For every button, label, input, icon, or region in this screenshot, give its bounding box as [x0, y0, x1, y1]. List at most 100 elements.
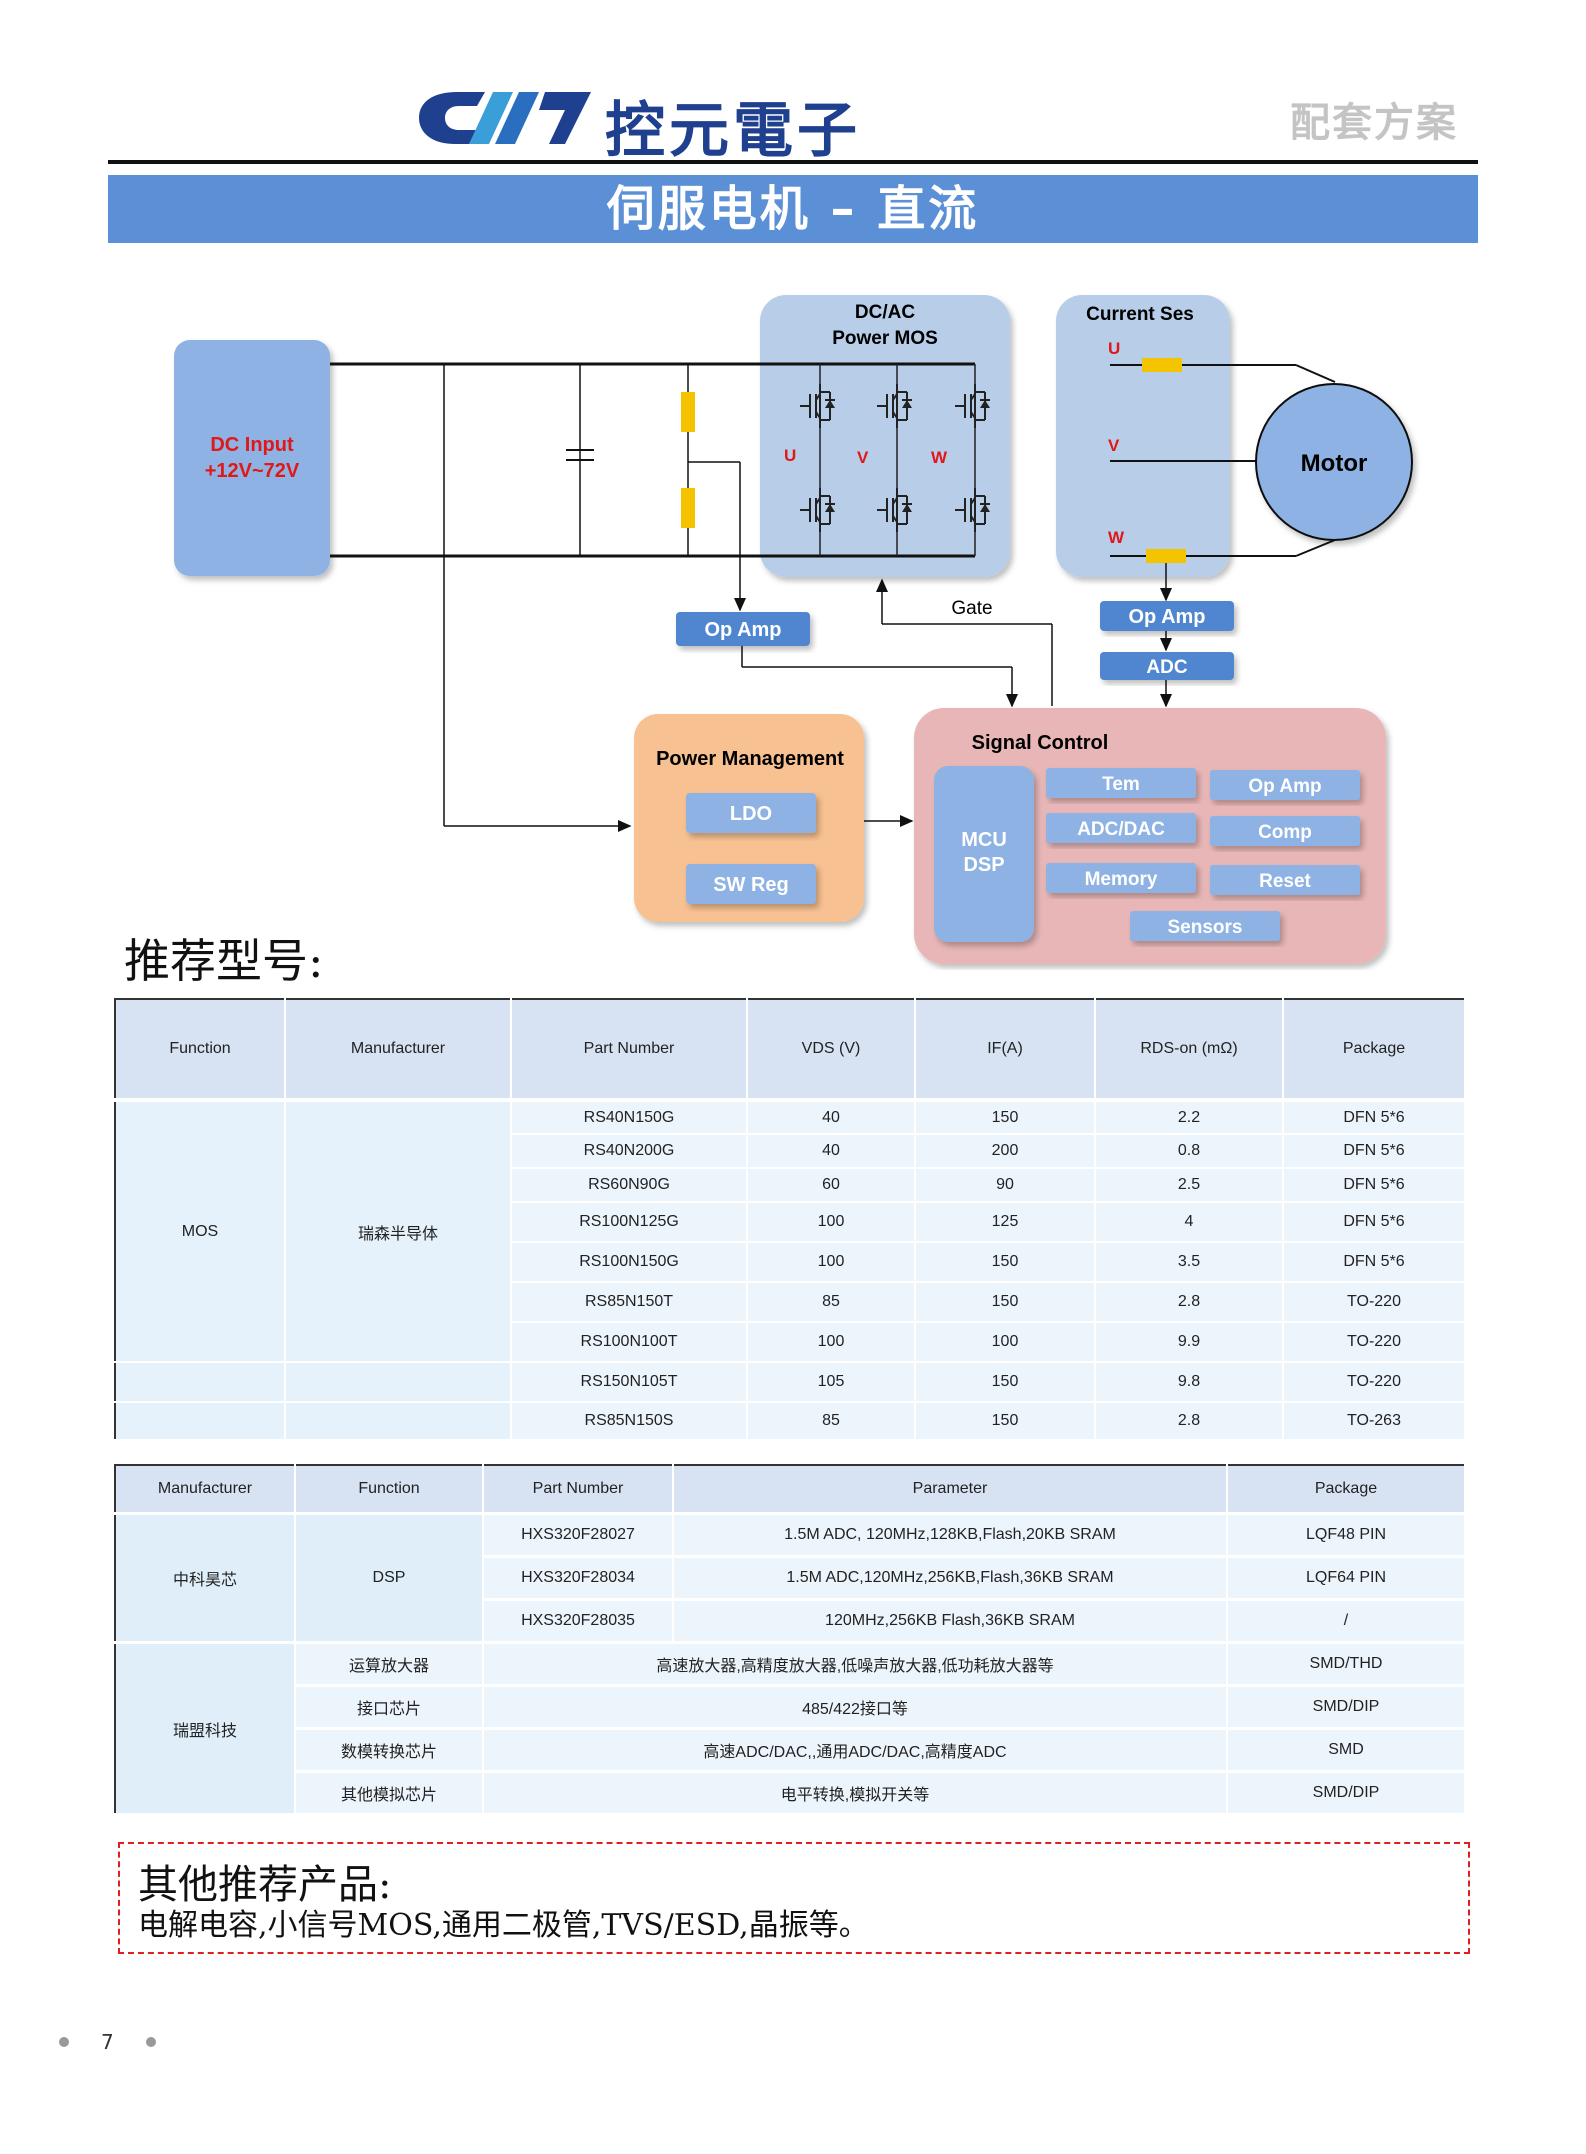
rds-on-cell: 2.8 [1095, 1282, 1284, 1323]
motor-symbol [1255, 383, 1413, 541]
part-number-cell: RS85N150S [511, 1402, 748, 1441]
if-cell: 125 [915, 1202, 1096, 1243]
mos-function-cell: MOS [115, 1100, 286, 1363]
vds-cell: 40 [747, 1100, 916, 1135]
vds-cell: 100 [747, 1242, 916, 1283]
package-cell: / [1227, 1599, 1466, 1644]
col-header-parameter: Parameter [673, 1465, 1228, 1515]
empty-cell [115, 1402, 286, 1441]
vds-cell: 60 [747, 1168, 916, 1203]
parameter-cell: 电平转换,模拟开关等 [483, 1771, 1228, 1816]
table-row: RS100N150G 100 150 3.5 DFN 5*6 [115, 1242, 1466, 1283]
table-header-row: Function Manufacturer Part Number VDS (V… [115, 999, 1466, 1102]
mos-manufacturer-cell: 瑞森半导体 [285, 1100, 512, 1363]
package-cell: DFN 5*6 [1283, 1242, 1466, 1283]
if-cell: 150 [915, 1402, 1096, 1441]
dcac-phase-u: U [784, 446, 796, 465]
memory-label: Memory [1085, 869, 1158, 890]
tem-block [1046, 768, 1196, 798]
op-amp-right-label: Op Amp [1128, 606, 1205, 628]
cs-phase-v: V [1108, 436, 1120, 455]
power-management-title: Power Management [656, 748, 844, 770]
reset-block [1210, 865, 1360, 895]
package-cell: SMD [1227, 1728, 1466, 1773]
op-amp-right-block [1100, 601, 1234, 631]
part-number-cell: RS100N100T [511, 1322, 748, 1363]
rds-on-cell: 0.8 [1095, 1134, 1284, 1169]
manufacturer-cell: 瑞盟科技 [115, 1642, 296, 1816]
op-amp-sc-label: Op Amp [1248, 776, 1321, 797]
if-cell: 150 [915, 1242, 1096, 1283]
reset-label: Reset [1259, 871, 1311, 892]
if-cell: 90 [915, 1168, 1096, 1203]
comp-label: Comp [1258, 822, 1312, 843]
adc-dac-block [1046, 813, 1196, 843]
if-cell: 150 [915, 1362, 1096, 1403]
ldo-block [686, 793, 816, 833]
empty-cell [285, 1362, 512, 1403]
col-header-part-number: Part Number [483, 1465, 674, 1515]
table-row: RS150N105T 105 150 9.8 TO-220 [115, 1362, 1466, 1403]
header-tagline: 配套方案 [1290, 100, 1458, 146]
rds-on-cell: 2.8 [1095, 1402, 1284, 1441]
title-band [108, 175, 1478, 243]
company-name: 控元電子 [605, 96, 861, 166]
table-row: RS60N90G 60 90 2.5 DFN 5*6 [115, 1168, 1466, 1203]
col-header-vds: VDS (V) [747, 999, 916, 1102]
rds-on-cell: 9.9 [1095, 1322, 1284, 1363]
part-number-cell: HXS320F28035 [483, 1599, 674, 1644]
part-number-cell: RS60N90G [511, 1168, 748, 1203]
gate-label: Gate [951, 598, 992, 619]
table-row: HXS320F28035 120MHz,256KB Flash,36KB SRA… [115, 1599, 1466, 1644]
current-sense-title: Current Ses [1086, 304, 1194, 325]
table-row: RS85N150T 85 150 2.8 TO-220 [115, 1282, 1466, 1323]
other-products-title: 其他推荐产品: [138, 1862, 392, 1908]
comp-block [1210, 816, 1360, 846]
table-row: 数模转换芯片 高速ADC/DAC,,通用ADC/DAC,高精度ADC SMD [115, 1728, 1466, 1773]
sw-reg-label: SW Reg [713, 874, 789, 896]
vds-cell: 100 [747, 1322, 916, 1363]
dsp-label: DSP [963, 854, 1004, 876]
op-amp-left-block [676, 612, 810, 646]
ldo-label: LDO [730, 803, 772, 825]
part-number-cell: RS100N125G [511, 1202, 748, 1243]
part-number-cell: RS40N150G [511, 1100, 748, 1135]
current-sense-block [1056, 295, 1230, 577]
package-cell: DFN 5*6 [1283, 1168, 1466, 1203]
motor-label: Motor [1301, 450, 1368, 477]
parameter-cell: 1.5M ADC, 120MHz,128KB,Flash,20KB SRAM [673, 1513, 1228, 1558]
function-cell: 其他模拟芯片 [295, 1771, 484, 1816]
adc-label: ADC [1146, 657, 1187, 678]
package-cell: TO-263 [1283, 1402, 1466, 1441]
vds-cell: 100 [747, 1202, 916, 1243]
dcac-phase-w: W [931, 448, 948, 467]
package-cell: TO-220 [1283, 1282, 1466, 1323]
part-number-cell: RS40N200G [511, 1134, 748, 1169]
mcu-label: MCU [961, 829, 1007, 851]
page-number: 7 [101, 2030, 114, 2054]
recommend-heading: 推荐型号: [124, 934, 324, 988]
package-cell: LQF64 PIN [1227, 1556, 1466, 1601]
table-row: 瑞盟科技 运算放大器 高速放大器,高精度放大器,低噪声放大器,低功耗放大器等 S… [115, 1642, 1466, 1816]
vds-cell: 105 [747, 1362, 916, 1403]
dc-input-label: DC Input [210, 434, 294, 456]
adc-dac-label: ADC/DAC [1077, 819, 1165, 840]
empty-cell [285, 1402, 512, 1441]
function-cell: 接口芯片 [295, 1685, 484, 1730]
col-header-rds-on: RDS-on (mΩ) [1095, 999, 1284, 1102]
col-header-part-number: Part Number [511, 999, 748, 1102]
col-header-if: IF(A) [915, 999, 1096, 1102]
memory-block [1046, 863, 1196, 893]
package-cell: SMD/THD [1227, 1642, 1466, 1687]
part-number-cell: RS85N150T [511, 1282, 748, 1323]
if-cell: 150 [915, 1282, 1096, 1323]
vds-cell: 40 [747, 1134, 916, 1169]
adc-block [1100, 652, 1234, 680]
part-number-cell: RS150N105T [511, 1362, 748, 1403]
dcac-subtitle: Power MOS [832, 328, 938, 349]
package-cell: TO-220 [1283, 1362, 1466, 1403]
col-header-function: Function [295, 1465, 484, 1515]
table-row: 中科昊芯 DSP HXS320F28027 1.5M ADC, 120MHz,1… [115, 1513, 1466, 1644]
if-cell: 150 [915, 1100, 1096, 1135]
dcac-phase-v: V [857, 448, 869, 467]
